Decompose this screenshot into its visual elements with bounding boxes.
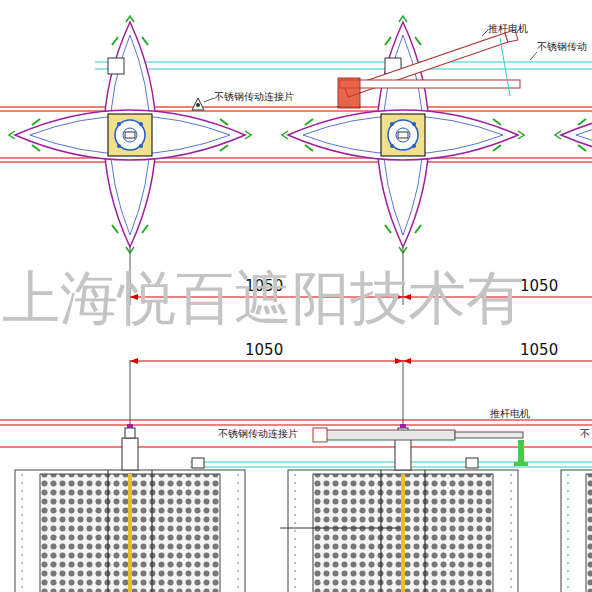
part-label: 不 xyxy=(580,428,590,439)
dimension-label: 1050 xyxy=(520,278,558,295)
part-label: 不锈钢传动连接片 xyxy=(218,428,298,439)
part-label: 推杆电机 xyxy=(488,23,528,34)
part-label: 不锈钢传动连接片 xyxy=(214,91,294,102)
dimension-label: 1050 xyxy=(245,342,283,359)
part-label: 推杆电机 xyxy=(490,408,530,419)
dimension-label: 1050 xyxy=(520,342,558,359)
part-label: 不锈钢传动 xyxy=(537,41,587,52)
watermark: 上海悦百遮阳技术有 xyxy=(2,267,524,331)
